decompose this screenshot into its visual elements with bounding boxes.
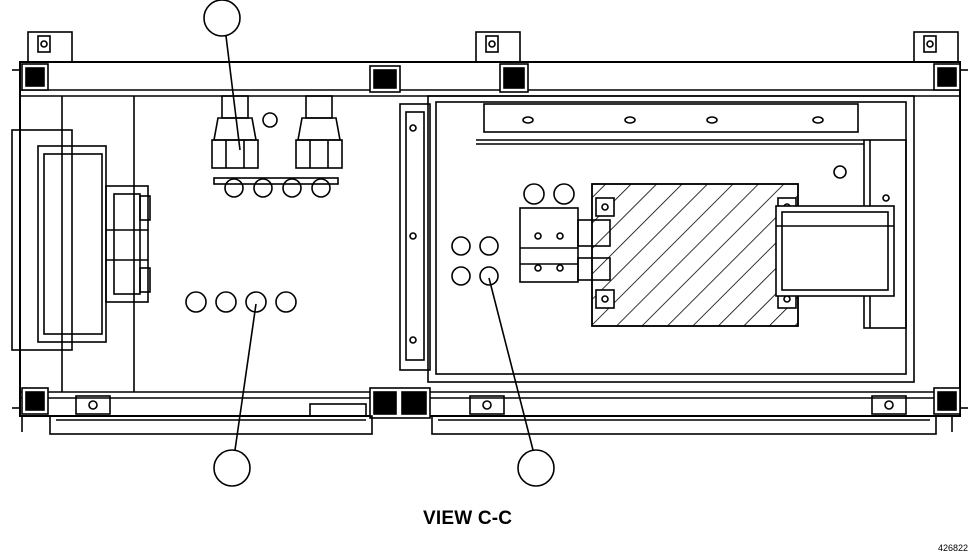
hole-row-left [185,291,297,313]
relay-module [775,205,895,297]
callout-top [203,0,241,151]
top-bracket-right [913,31,959,63]
callout-bottom-left [213,303,257,487]
fittings [211,95,343,198]
top-bracket-center [475,31,521,63]
top-bracket-left [27,31,73,63]
view-title: VIEW C-C [423,508,513,529]
left-compartment [11,96,151,392]
figure-id: 426822 [938,543,969,553]
bottom-rails [21,395,953,435]
callout-bottom-right [488,277,555,487]
hole-group-center [451,183,575,286]
hatched-component [591,183,799,327]
corner-blocks [21,63,961,419]
